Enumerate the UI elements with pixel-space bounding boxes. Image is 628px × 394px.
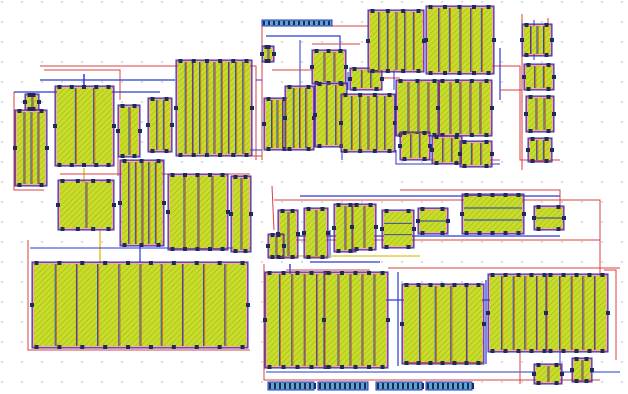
cell-block-39 <box>416 207 450 235</box>
cell-block-43 <box>532 363 564 385</box>
cell-block-2 <box>56 179 116 231</box>
cell-block-41 <box>532 205 566 231</box>
cell-block-25 <box>522 63 556 91</box>
io-pad-strip-2 <box>375 381 424 391</box>
route-wire-13 <box>27 240 250 351</box>
cell-block-18 <box>424 5 496 75</box>
cell-block-38 <box>380 209 416 249</box>
cell-block-32 <box>486 273 552 353</box>
io-pad-strip-3 <box>425 381 474 391</box>
cell-block-40 <box>460 193 526 235</box>
cell-block-1 <box>53 85 116 167</box>
cell-block-8 <box>229 175 253 253</box>
io-pad-strip-4 <box>261 19 333 27</box>
cell-block-44 <box>570 357 594 383</box>
cell-block-27 <box>526 137 554 163</box>
cell-block-31 <box>400 283 486 365</box>
io-pad-strip-0 <box>267 381 316 391</box>
cell-block-16 <box>348 67 384 91</box>
cell-block-37 <box>350 203 378 251</box>
cell-block-24 <box>520 23 554 57</box>
cell-block-29 <box>263 271 333 369</box>
route-wire-39 <box>400 189 561 208</box>
route-wire-1 <box>44 69 121 100</box>
cell-block-33 <box>544 273 610 353</box>
cell-block-23 <box>458 140 494 168</box>
cell-block-7 <box>166 173 230 251</box>
cell-block-13 <box>310 49 348 85</box>
route-wire-36 <box>271 185 275 231</box>
route-wire-2 <box>13 92 44 191</box>
route-wire-54 <box>604 269 617 360</box>
cell-block-6 <box>118 159 166 247</box>
cell-block-22 <box>430 135 464 165</box>
cell-block-12 <box>283 85 316 151</box>
route-wire-50 <box>263 264 600 381</box>
cell-block-21 <box>398 131 432 161</box>
route-wire-19 <box>266 35 341 52</box>
cell-block-10 <box>260 45 276 63</box>
cell-block-20 <box>436 79 494 137</box>
cell-block-30 <box>322 271 390 369</box>
cell-block-42 <box>266 233 286 259</box>
cell-block-19 <box>394 79 442 137</box>
cell-block-26 <box>524 95 556 133</box>
cell-block-0 <box>13 109 49 187</box>
cell-block-28 <box>30 261 250 349</box>
cell-block-15 <box>339 93 397 153</box>
io-pad-strip-1 <box>317 381 369 391</box>
cell-block-4 <box>146 97 174 153</box>
cell-layer <box>13 5 610 391</box>
cell-block-9 <box>23 93 41 111</box>
route-wire-0 <box>40 65 257 160</box>
cell-block-3 <box>116 104 142 158</box>
cell-block-35 <box>302 207 330 259</box>
cell-block-5 <box>174 59 254 157</box>
cell-block-17 <box>366 9 426 73</box>
route-wire-37 <box>274 199 601 300</box>
